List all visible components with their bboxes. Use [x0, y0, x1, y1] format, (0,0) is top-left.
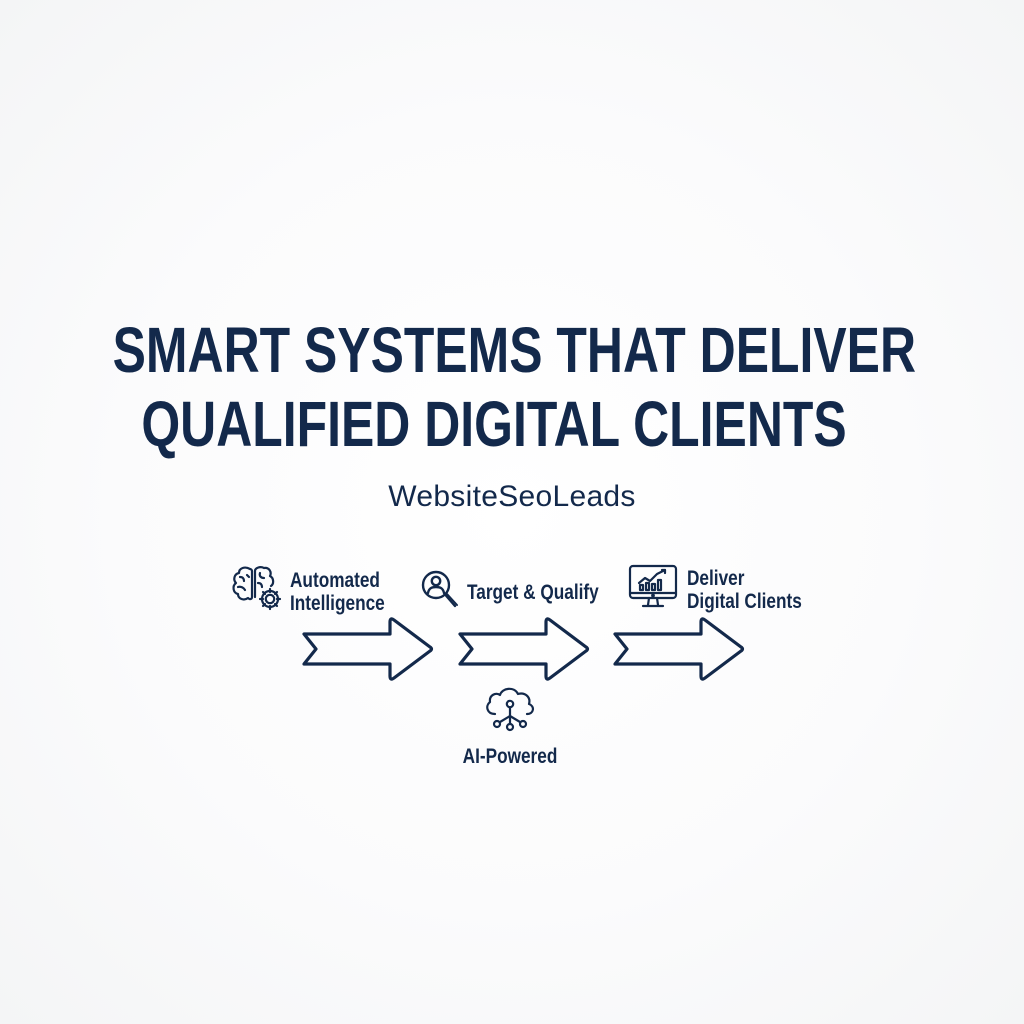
ai-powered-label: AI-Powered — [462, 745, 558, 768]
title-line-1: SMART SYSTEMS THAT DELIVER — [112, 314, 917, 386]
step-label: Automated Intelligence — [290, 569, 385, 615]
step-target-qualify: Target & Qualify — [419, 568, 628, 617]
step-label: Target & Qualify — [467, 581, 599, 604]
arrow-right-icon — [458, 617, 590, 681]
step-label-line-2: Digital Clients — [687, 589, 802, 613]
step-label-line-1: Deliver — [687, 566, 745, 590]
step-deliver-digital-clients: Deliver Digital Clients — [627, 563, 827, 616]
cloud-network-icon — [481, 687, 539, 740]
brain-gear-icon — [230, 563, 286, 620]
step-automated-intelligence: Automated Intelligence — [230, 563, 406, 620]
ai-powered-node: AI-Powered — [440, 684, 580, 769]
step-label-line-1: Automated — [290, 568, 380, 592]
brand-subtitle: WebsiteSeoLeads — [388, 480, 636, 513]
user-search-icon — [419, 568, 461, 617]
step-label-line-2: Intelligence — [290, 591, 385, 615]
monitor-chart-icon — [627, 563, 679, 616]
step-label: Deliver Digital Clients — [687, 567, 802, 613]
arrow-right-icon — [613, 617, 745, 681]
title-line-2: QUALIFIED DIGITAL CLIENTS — [141, 388, 847, 460]
arrow-right-icon — [302, 617, 434, 681]
